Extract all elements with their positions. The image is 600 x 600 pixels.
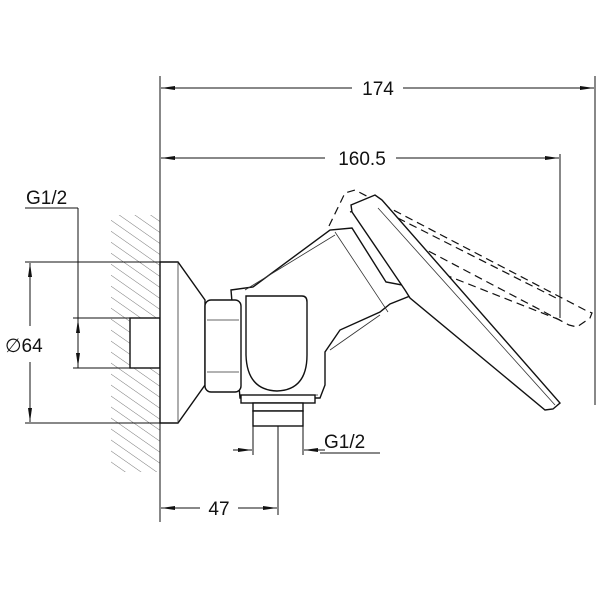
wall-flange: [159, 261, 206, 424]
hex-nut: [204, 299, 242, 393]
dimension-outlet-thread: G1/2: [233, 426, 380, 455]
inlet-thread-label: G1/2: [26, 188, 67, 209]
outlet-thread-label: G1/2: [324, 432, 365, 453]
dimension-flange-diameter: ∅64: [5, 261, 160, 424]
dimension-inlet-thread: G1/2: [25, 188, 130, 369]
dim-64-label: ∅64: [5, 336, 43, 357]
inlet-pipe-stub: [129, 317, 161, 369]
dimension-lever-length: 160.5: [161, 149, 561, 318]
outlet-connector: [252, 402, 304, 427]
lever-handle: [350, 194, 561, 411]
dim-160-5-label: 160.5: [338, 149, 386, 170]
dimension-overall-length: 174: [161, 76, 596, 405]
valve-body: [245, 295, 308, 392]
dimension-outlet-offset: 47: [161, 426, 279, 520]
dim-174-label: 174: [362, 79, 394, 100]
valve-body-base: [240, 394, 316, 404]
dim-47-label: 47: [208, 499, 229, 520]
